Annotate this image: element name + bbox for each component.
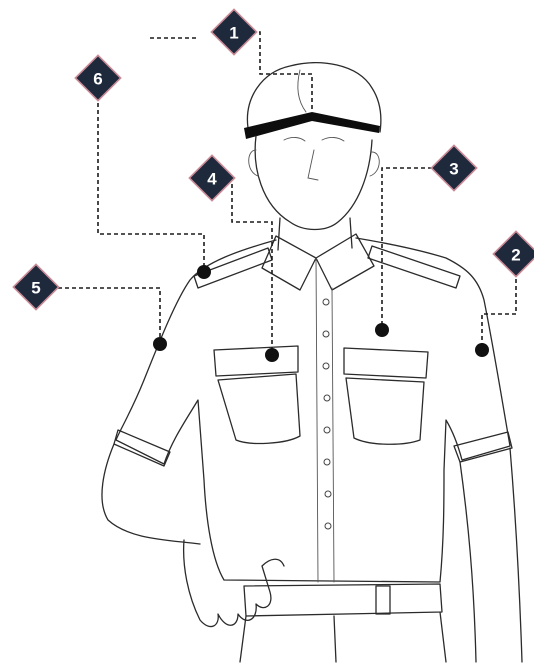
neck — [278, 218, 352, 250]
placket — [316, 258, 334, 582]
right-chest-pocket-shape — [344, 348, 428, 444]
marker-1-label: 1 — [229, 24, 238, 43]
ear-right — [370, 152, 379, 176]
ear-left — [249, 150, 258, 176]
shirt-body — [116, 238, 510, 582]
marker-4-label: 4 — [207, 170, 217, 189]
marker-2: 2 — [493, 231, 534, 276]
anchor-dot-4 — [265, 348, 279, 362]
helmet-vent — [298, 70, 306, 112]
visor-band — [244, 112, 380, 139]
leader-2 — [482, 272, 516, 348]
marker-6: 6 — [75, 55, 120, 100]
marker-5: 5 — [13, 264, 58, 309]
marker-3: 3 — [431, 145, 476, 190]
anchor-dot-2 — [475, 343, 489, 357]
anchor-dot-3 — [375, 323, 389, 337]
left-hand — [184, 540, 284, 627]
belt-buckle — [376, 586, 390, 614]
marker-4: 4 — [189, 155, 234, 200]
leader-6 — [98, 96, 204, 270]
trousers — [240, 612, 446, 662]
left-sleeve-cuff — [114, 430, 170, 466]
anchor-dots — [153, 265, 489, 362]
anchor-dot-6 — [197, 265, 211, 279]
right-arm — [460, 448, 522, 662]
marker-badges: 1 2 3 4 5 6 — [13, 9, 534, 309]
left-chest-pocket-shape — [214, 346, 300, 443]
marker-2-label: 2 — [511, 246, 520, 265]
brow-left — [284, 137, 305, 141]
shirt-buttons — [323, 299, 331, 529]
belt — [244, 584, 442, 616]
nose — [308, 150, 318, 180]
marker-5-label: 5 — [31, 279, 40, 298]
leader-lines — [58, 32, 516, 352]
leader-5 — [58, 288, 160, 342]
leader-1 — [252, 32, 312, 112]
left-arm — [102, 444, 200, 544]
marker-1: 1 — [211, 9, 256, 54]
helmet-outline — [247, 63, 380, 132]
right-sleeve-cuff — [454, 432, 512, 462]
brow-right — [322, 137, 344, 141]
anchor-dot-5 — [153, 337, 167, 351]
marker-3-label: 3 — [449, 160, 458, 179]
marker-6-label: 6 — [93, 70, 102, 89]
